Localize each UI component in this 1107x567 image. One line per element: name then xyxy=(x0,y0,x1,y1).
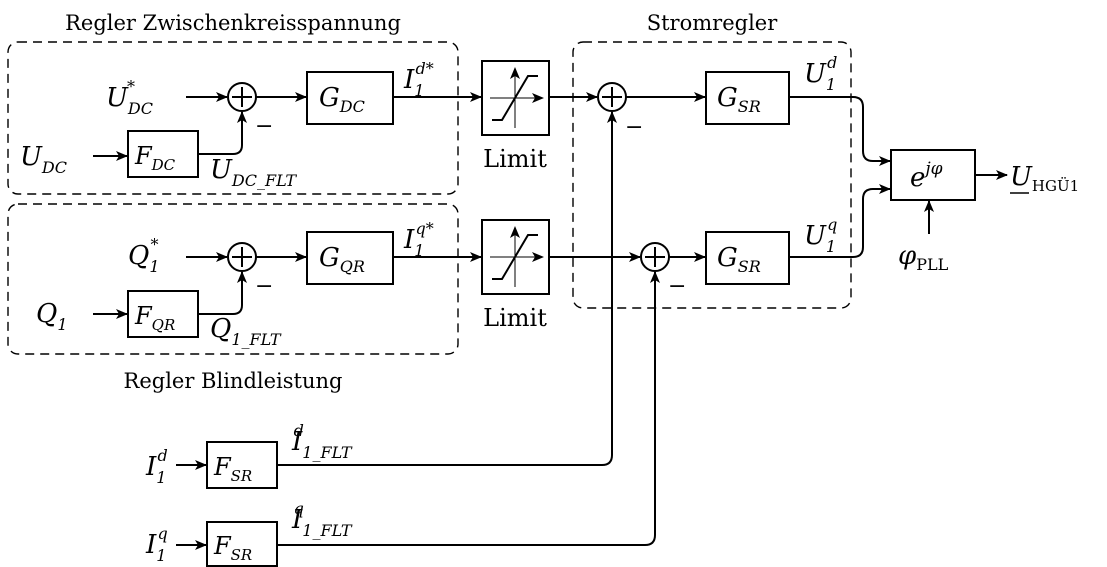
u-dc-ref-label: UDC* xyxy=(106,77,153,118)
f-sr-bottom-block xyxy=(206,521,278,567)
phi-pll-label: φPLL xyxy=(898,241,949,274)
sum-sr-d-minus: − xyxy=(625,115,643,140)
q1-ref-label: Q1* xyxy=(128,235,160,276)
i1q-flt-label: I1_FLTq xyxy=(291,499,353,540)
i1q-label: I1q xyxy=(145,524,168,565)
reactive-controller-frame xyxy=(7,203,459,355)
u-dc-flt-label: UDC_FLT xyxy=(210,155,297,190)
dc-controller-title: Regler Zwischenkreisspannung xyxy=(65,11,401,35)
i1d-label: I1d xyxy=(145,446,168,487)
reactive-controller-title: Regler Blindleistung xyxy=(124,369,343,393)
f-qr-feedback-wire xyxy=(198,271,247,315)
current-controller-title: Stromregler xyxy=(647,11,778,35)
q1-label: Q1 xyxy=(36,299,68,334)
limiter-q-curve xyxy=(492,234,538,280)
i1q-ref-label: I1q* xyxy=(403,219,434,260)
g-qr-text: GQR xyxy=(319,243,365,276)
u1q-wire xyxy=(789,184,891,258)
dc-controller-frame xyxy=(7,41,459,195)
u-hgu1-label: UHGÜ1 xyxy=(1010,162,1079,195)
u1d-wire xyxy=(789,96,891,166)
g-sr-top-text: GSR xyxy=(717,83,761,116)
sum-qr-minus: − xyxy=(255,274,273,299)
i1d-ref-label: I1d* xyxy=(403,59,434,100)
i1q-flt-feedback-wire xyxy=(277,271,660,546)
f-qr-text: FQR xyxy=(134,302,175,334)
sum-dc-minus: − xyxy=(255,114,273,139)
limiter-d-curve xyxy=(492,75,538,121)
g-sr-bottom-text: GSR xyxy=(717,243,761,276)
sum-sr-q-minus: − xyxy=(668,274,686,299)
limiter-d-label: Limit xyxy=(483,145,547,173)
i1d-flt-label: I1_FLTd xyxy=(291,421,353,462)
rotation-text: ejφ xyxy=(910,159,943,193)
i1d-flt-feedback-wire xyxy=(277,111,617,466)
u1q-label: U1q xyxy=(804,215,837,256)
f-sr-top-text: FSR xyxy=(213,453,252,485)
q1-flt-label: Q1_FLT xyxy=(210,314,282,349)
u1d-label: U1d xyxy=(804,53,837,94)
f-sr-bottom-text: FSR xyxy=(213,532,252,564)
u-dc-label: UDC xyxy=(20,142,67,177)
limiter-q-label: Limit xyxy=(483,304,547,332)
f-dc-text: FDC xyxy=(134,142,176,174)
rotation-block xyxy=(890,149,976,201)
current-controller-frame xyxy=(572,41,852,309)
g-sr-bottom-block xyxy=(705,231,790,285)
f-dc-feedback-wire xyxy=(198,111,247,155)
g-dc-text: GDC xyxy=(319,83,365,116)
